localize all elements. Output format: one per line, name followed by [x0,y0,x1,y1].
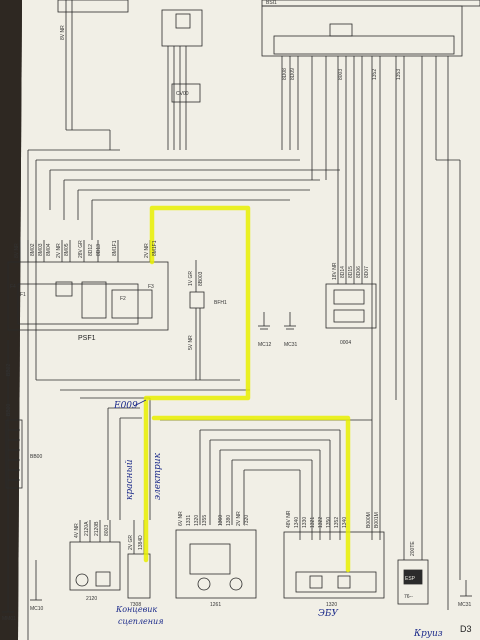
wire-label: 8D08 [282,68,288,80]
c0004-label: 0004 [340,340,351,346]
psf-mf-conn: 2V NR [144,243,150,258]
fuse-f2-label: F2 [120,296,126,302]
psf-left-conn: 8V NR [14,243,20,258]
esp-box [404,570,422,584]
wire-label: 8M1F1 [112,240,118,256]
bb00b-label: BB00 [6,404,12,416]
wire-label: 1340 [342,517,348,528]
wire-label: 1384D [138,535,144,550]
c1320-label: 1320 [326,602,337,608]
wire-label: 1340 [294,517,300,528]
wire-label: 1330 [302,517,308,528]
ground-mc31b: MC31 [458,602,472,608]
wire-label: 8D09 [290,68,296,80]
highlight-traces [143,205,351,573]
handwritten-e009: E009 [113,401,138,411]
bfh-label: BFH1 [214,300,227,306]
wire-label: 1350 [326,517,332,528]
handwritten-ecu: ЭБУ [318,609,340,619]
wire-label: 8M04 [46,243,52,256]
esp-label: ESP [405,576,416,582]
wire-label: 8D07 [364,266,370,278]
psf-label: PSF1 [78,335,96,342]
handwritten-cruise: Круиз [413,629,443,639]
psf-gr-conn: 28V GR [78,240,84,258]
handwritten-electric: электрик [153,452,163,500]
handwritten-switch-1: Концевик [115,605,157,614]
wire-label: 1352 [372,69,378,80]
wire-label: B000M [366,512,372,528]
wire-label: 1353 [396,69,402,80]
wire-label: 1360 [218,515,224,526]
wire-label: 8D14 [340,266,346,278]
wire-label: 8M03 [38,243,44,256]
ground-mc10: MC10 [30,606,44,612]
c1261-conn: 6V NR [178,511,184,526]
wire-label: 1352 [334,517,340,528]
bsi-top-conn: 8V NR [60,25,66,40]
c1261-b-conn: 2V NR [236,511,242,526]
fuse-f4-label: F4 [10,284,16,290]
wire-label: 8B003 [198,271,204,286]
wire-label: 8M05 [64,243,70,256]
bfh-conn: 1V GR [188,271,194,286]
page-ref: D3 [460,624,472,634]
wire-label: 2120A [84,521,90,536]
fuse-f1-label: F1 [20,292,26,298]
wire-label: 1321 [310,517,316,528]
wire-label: 8D06 [356,266,362,278]
ground-mc12: MC12 [258,342,272,348]
c7308-conn: 2V GR [128,535,134,550]
cv-label: CV00 [176,91,189,97]
fuse-f3-label: F3 [148,284,154,290]
c1261-label: 1261 [210,602,221,608]
wire-label: B001M [374,512,380,528]
wire-label: 1355 [202,515,208,526]
bsi-label: BSI1 [266,0,277,6]
esp-sub: 76-- [404,594,413,600]
wire-label: 8003 [104,525,110,536]
wire-label: 7320 [244,515,250,526]
wire-label: 8D15 [348,266,354,278]
wire-label: 1322 [318,517,324,528]
wire-label: 1320 [194,515,200,526]
wire-label: 1380 [226,515,232,526]
c1320-conn: 48V NR [286,510,292,528]
c0004-conn: 18V NR [332,262,338,280]
wire-label: 2120B [94,521,100,536]
c2120-conn: 4V NR [74,523,80,538]
bb-label: BB00 [30,454,42,460]
wire-label: 1331 [186,515,192,526]
c2120-label: 2120 [86,596,97,602]
bfh-lower-conn: 5V NR [188,335,194,350]
c7308-label: 7308 [130,602,141,608]
esp-conn: 200TE [410,541,416,556]
wire-label: 8003 [338,69,344,80]
wire-label: 8M02 [30,243,36,256]
ground-mm01: MM01 [2,616,16,622]
wire-labels: 8M02 8M03 8M04 8M05 8D12 8D13 8M1F1 8M1F… [30,68,402,550]
handwritten-arrow [133,399,147,407]
bb02-label: BB02 [6,364,12,376]
handwritten-red: красный [125,459,135,500]
wire-label: 8M1F1 [152,240,158,256]
handwritten-switch-2: сцепления [118,617,164,626]
wire-label: 8D12 [88,244,94,256]
psf-mid-conn: 2V NR [56,243,62,258]
wire-label: 8D13 [96,244,102,256]
ground-mc31: MC31 [284,342,298,348]
